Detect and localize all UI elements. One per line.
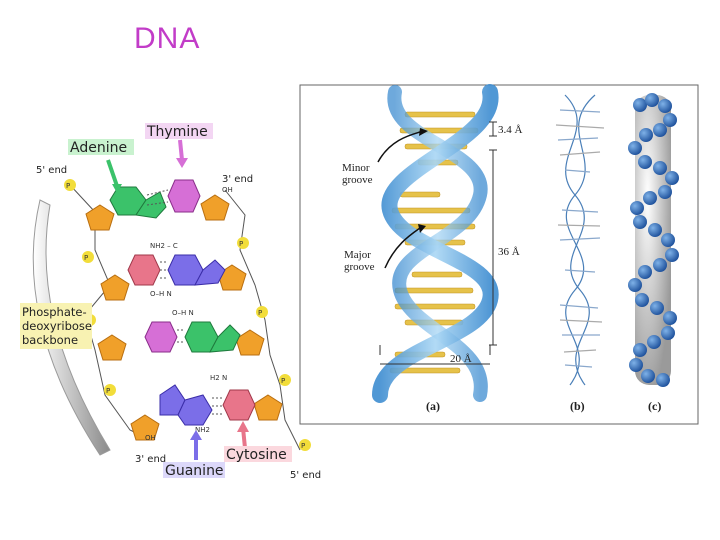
panel-a-label: (a) (426, 399, 440, 413)
hydroxyl-label: O–H N (172, 309, 194, 317)
guanine-base-1 (168, 255, 225, 285)
minor-groove-label-1: Minor (342, 162, 370, 174)
thymine-base-1 (168, 180, 200, 212)
turn-dimension: 36 Å (498, 246, 520, 258)
phosphorus-label: P (258, 309, 262, 317)
five-prime-end-bottom: 5' end (290, 470, 321, 481)
guanine-base-2 (160, 385, 212, 425)
hydroxyl-label: OH (145, 434, 156, 442)
backbone-label-line3: backbone (22, 333, 78, 347)
cytosine-base-1 (128, 255, 160, 285)
width-dimension: 20 Å (450, 353, 472, 365)
three-prime-end-top: 3' end (222, 174, 253, 185)
cytosine-label: Cytosine (226, 447, 287, 463)
phosphorus-label: P (84, 254, 88, 262)
adenine-arrow (108, 160, 117, 186)
phosphorus-label: P (301, 442, 305, 450)
thymine-arrow (180, 140, 182, 160)
panel-b-label: (b) (570, 399, 585, 413)
thymine-label: Thymine (146, 124, 208, 140)
adenine-label: Adenine (70, 140, 127, 156)
phosphorus-label: P (106, 387, 110, 395)
base-pair-diagram: P P P P P P P P NH2 – C O–H N O–H N H2 N… (20, 123, 321, 481)
major-groove-label-1: Major (344, 249, 371, 261)
guanine-label: Guanine (165, 463, 224, 479)
amine-label: NH2 – C (150, 242, 178, 250)
backbone-label-line1: Phosphate- (22, 305, 87, 319)
adenine-base-1 (110, 187, 166, 218)
minor-groove-label-2: groove (342, 174, 373, 186)
hydroxyl-label: O–H N (150, 290, 172, 298)
cytosine-base-2 (223, 390, 255, 420)
amine-label: H2 N (210, 374, 227, 382)
pitch-dimension: 3.4 Å (498, 124, 523, 136)
hydroxyl-label: OH (222, 186, 233, 194)
thymine-base-2 (145, 322, 177, 352)
phosphorus-label: P (66, 182, 70, 190)
backbone-label-line2: deoxyribose (22, 319, 92, 333)
three-prime-end-bottom: 3' end (135, 454, 166, 465)
adenine-base-2 (185, 322, 240, 352)
panel-c-label: (c) (648, 399, 661, 413)
helix-figure: 3.4 Å 36 Å 20 Å Minor groove Major groov… (300, 85, 698, 424)
major-groove-label-2: groove (344, 261, 375, 273)
phosphorus-label: P (239, 240, 243, 248)
phosphorus-label: P (281, 377, 285, 385)
five-prime-end-top: 5' end (36, 165, 67, 176)
